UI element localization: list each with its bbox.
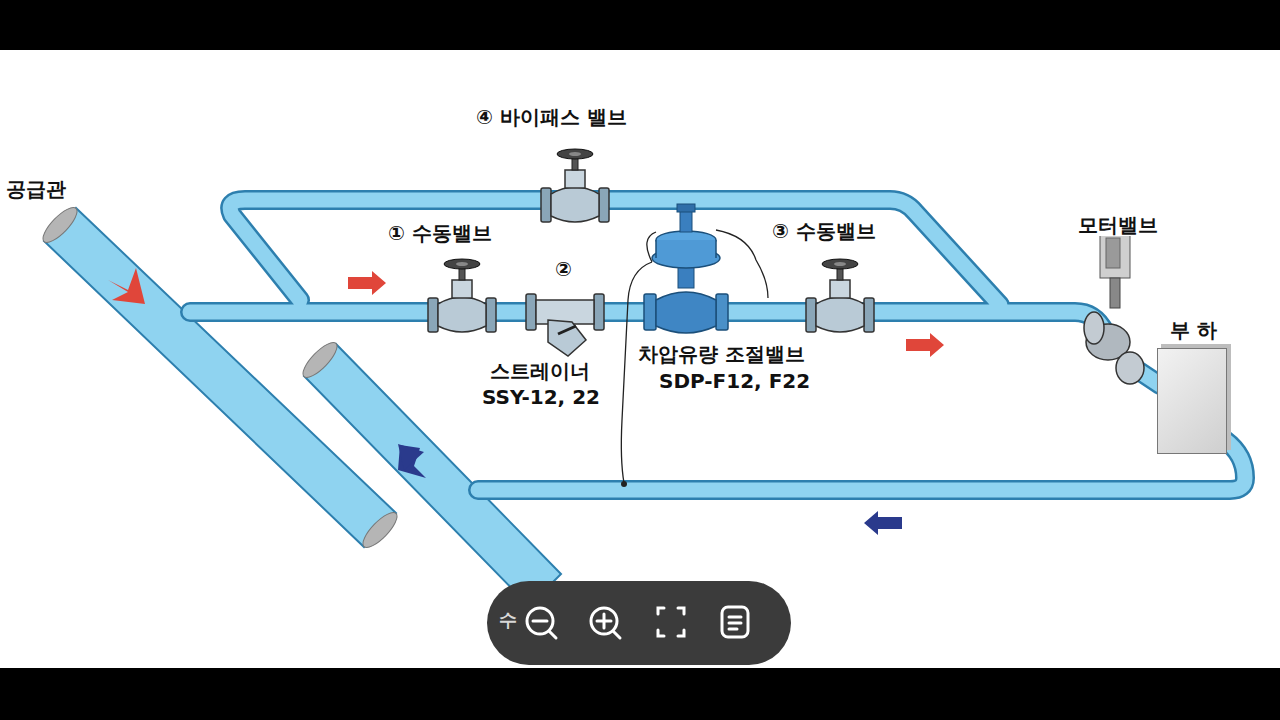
pipe-label: 공급관 xyxy=(4,178,68,200)
part-label: 차압유량 조절밸브 xyxy=(636,343,807,365)
callout-number: ② xyxy=(553,258,574,280)
valve-label: ③ 수동밸브 xyxy=(770,220,878,242)
valve-label: 모터밸브 xyxy=(1076,214,1160,236)
model-number: SSY-12, 22 xyxy=(480,386,602,408)
valve-label: ① 수동밸브 xyxy=(386,222,494,244)
model-number: SDP-F12, F22 xyxy=(657,370,812,392)
node-heading: 부 하 xyxy=(1168,319,1219,341)
part-label: 스트레이너 xyxy=(488,360,592,382)
pipe-label: 수 xyxy=(497,610,519,630)
valve-label: ④ 바이패스 밸브 xyxy=(474,106,629,128)
load-box: 부 하 xyxy=(1157,348,1227,454)
viewer-toolbar xyxy=(486,580,792,666)
